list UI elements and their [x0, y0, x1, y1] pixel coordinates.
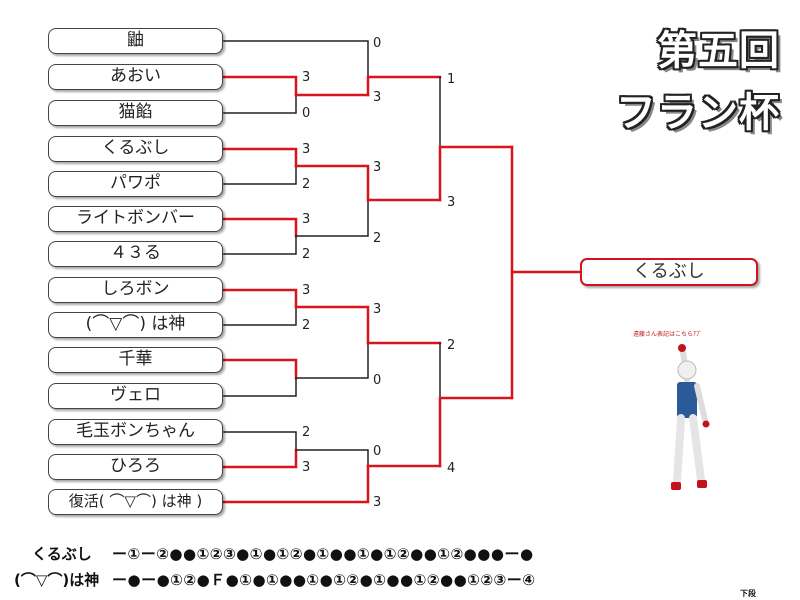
records-note: 下段 [740, 589, 756, 598]
bracket-line [223, 166, 297, 185]
score-label: 0 [302, 106, 311, 121]
score-label: 2 [302, 177, 311, 192]
score-label: 0 [373, 36, 382, 51]
player-box: くるぶし [48, 136, 223, 162]
bracket-line [294, 164, 370, 202]
bracket-line [222, 75, 298, 97]
score-label: 3 [447, 195, 456, 210]
bracket-line [222, 147, 298, 168]
player-box: 毛玉ボンちゃん [48, 419, 223, 445]
bracket-line [222, 448, 298, 469]
bracket-line [223, 236, 297, 255]
record-name: (⌒▽⌒)は神 [14, 571, 100, 589]
bracket-line [366, 75, 442, 97]
player-box: 千華 [48, 347, 223, 373]
bracket-line [223, 307, 297, 326]
title-line-1: 第五回 [657, 28, 780, 74]
score-label: 2 [447, 338, 456, 353]
mascot-illustration: 遠藤さん表記はこちらｱﾌﾞ [633, 330, 710, 490]
score-label: 2 [373, 231, 382, 246]
player-box: 猫餡 [48, 100, 223, 126]
bracket-line [438, 396, 514, 468]
score-label: 3 [302, 460, 311, 475]
bracket-line [223, 378, 297, 397]
illustration-caption: 遠藤さん表記はこちらｱﾌﾞ [633, 330, 702, 338]
bracket-line [295, 449, 369, 466]
score-label: 0 [373, 373, 382, 388]
bracket-line [223, 40, 369, 77]
champion-box: くるぶし [580, 258, 758, 286]
bracket-line [222, 217, 298, 238]
score-label: 3 [373, 90, 382, 105]
bracket-line [222, 464, 370, 504]
score-label: 3 [302, 212, 311, 227]
player-box: ４３る [48, 241, 223, 267]
score-label: 2 [302, 425, 311, 440]
player-box: しろボン [48, 277, 223, 303]
record-name: くるぶし [32, 545, 92, 563]
bracket-line [223, 95, 297, 114]
player-box: ひろろ [48, 454, 223, 480]
score-label: 3 [373, 302, 382, 317]
player-box: 鼬 [48, 28, 223, 54]
player-box: ヴェロ [48, 383, 223, 409]
record-sequence: ー①ー②●●①②③●①●①②●①●●①●①②●●①②●●●ー● [112, 545, 534, 563]
player-box: あおい [48, 64, 223, 90]
record-sequence: ー●ー●①②●Ｆ●①●①●●①●①②●①●●①②●●①②③ー④ [112, 571, 536, 589]
bracket-line [223, 431, 297, 450]
score-label: 1 [447, 72, 456, 87]
score-label: 2 [302, 318, 311, 333]
title-line-2: フラン杯 [616, 90, 780, 136]
bracket-line [295, 343, 369, 379]
score-label: 0 [373, 444, 382, 459]
bracket-line [438, 145, 514, 202]
player-box: パワポ [48, 171, 223, 197]
bracket-line [222, 288, 298, 309]
score-label: 3 [373, 160, 382, 175]
score-label: 3 [302, 142, 311, 157]
player-box: 復活( ⌒▽⌒) は神 ) [48, 489, 223, 515]
bracket-line [295, 200, 369, 237]
bracket-line [294, 305, 370, 345]
player-box: ライトボンバー [48, 206, 223, 232]
score-label: 4 [447, 461, 456, 476]
score-label: 3 [302, 70, 311, 85]
score-label: 3 [373, 495, 382, 510]
player-box: (⌒▽⌒) は神 [48, 312, 223, 338]
bracket-line [222, 358, 298, 380]
score-label: 2 [302, 247, 311, 262]
score-label: 3 [302, 283, 311, 298]
